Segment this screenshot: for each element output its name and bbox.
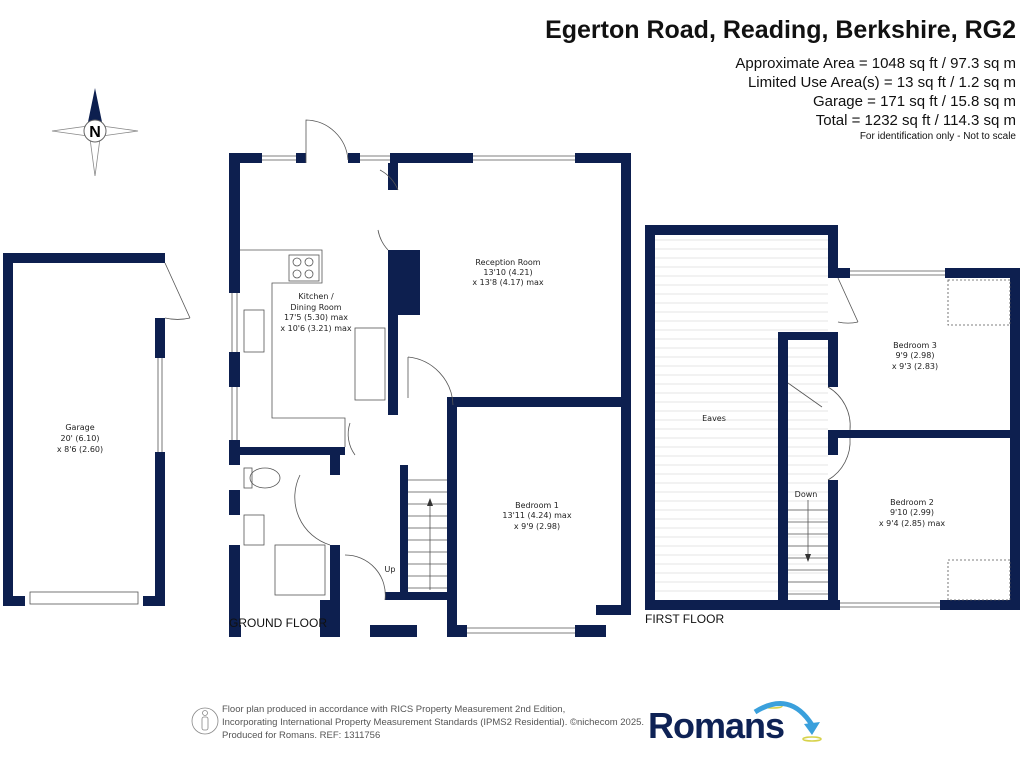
stairs-down-arrow-icon — [805, 554, 811, 562]
stairs-up-label: Up — [385, 565, 396, 574]
first-floor-label: FIRST FLOOR — [645, 612, 724, 626]
stairs-down-label: Down — [795, 490, 818, 499]
room-eaves: Eaves — [702, 414, 726, 423]
footer-line: Incorporating International Property Mea… — [222, 717, 645, 728]
ground-floor-label: GROUND FLOOR — [229, 616, 327, 630]
scale-note: For identification only - Not to scale — [859, 131, 1016, 142]
stairs-up-arrow-icon — [427, 498, 433, 506]
property-title: Egerton Road, Reading, Berkshire, RG2 — [545, 16, 1016, 44]
footer-disclaimer: Floor plan produced in accordance with R… — [222, 703, 644, 742]
area-garage: Garage = 171 sq ft / 15.8 sq m — [812, 93, 1016, 110]
romans-logo: Romans — [648, 705, 785, 746]
walls — [3, 153, 1020, 637]
fixtures — [29, 119, 1011, 634]
area-limited-use: Limited Use Area(s) = 13 sq ft / 1.2 sq … — [747, 74, 1016, 91]
area-total: Total = 1232 sq ft / 114.3 sq m — [815, 112, 1016, 129]
compass-icon: N — [51, 88, 139, 177]
romans-logo-swoosh — [753, 701, 822, 742]
compass-north-label: N — [89, 124, 101, 141]
footer-line: Produced for Romans. REF: 1311756 — [222, 730, 381, 741]
footer-line: Floor plan produced in accordance with R… — [222, 704, 566, 715]
eaves-hatching — [655, 239, 828, 592]
person-icon — [191, 707, 219, 735]
area-approximate: Approximate Area = 1048 sq ft / 97.3 sq … — [735, 55, 1016, 72]
